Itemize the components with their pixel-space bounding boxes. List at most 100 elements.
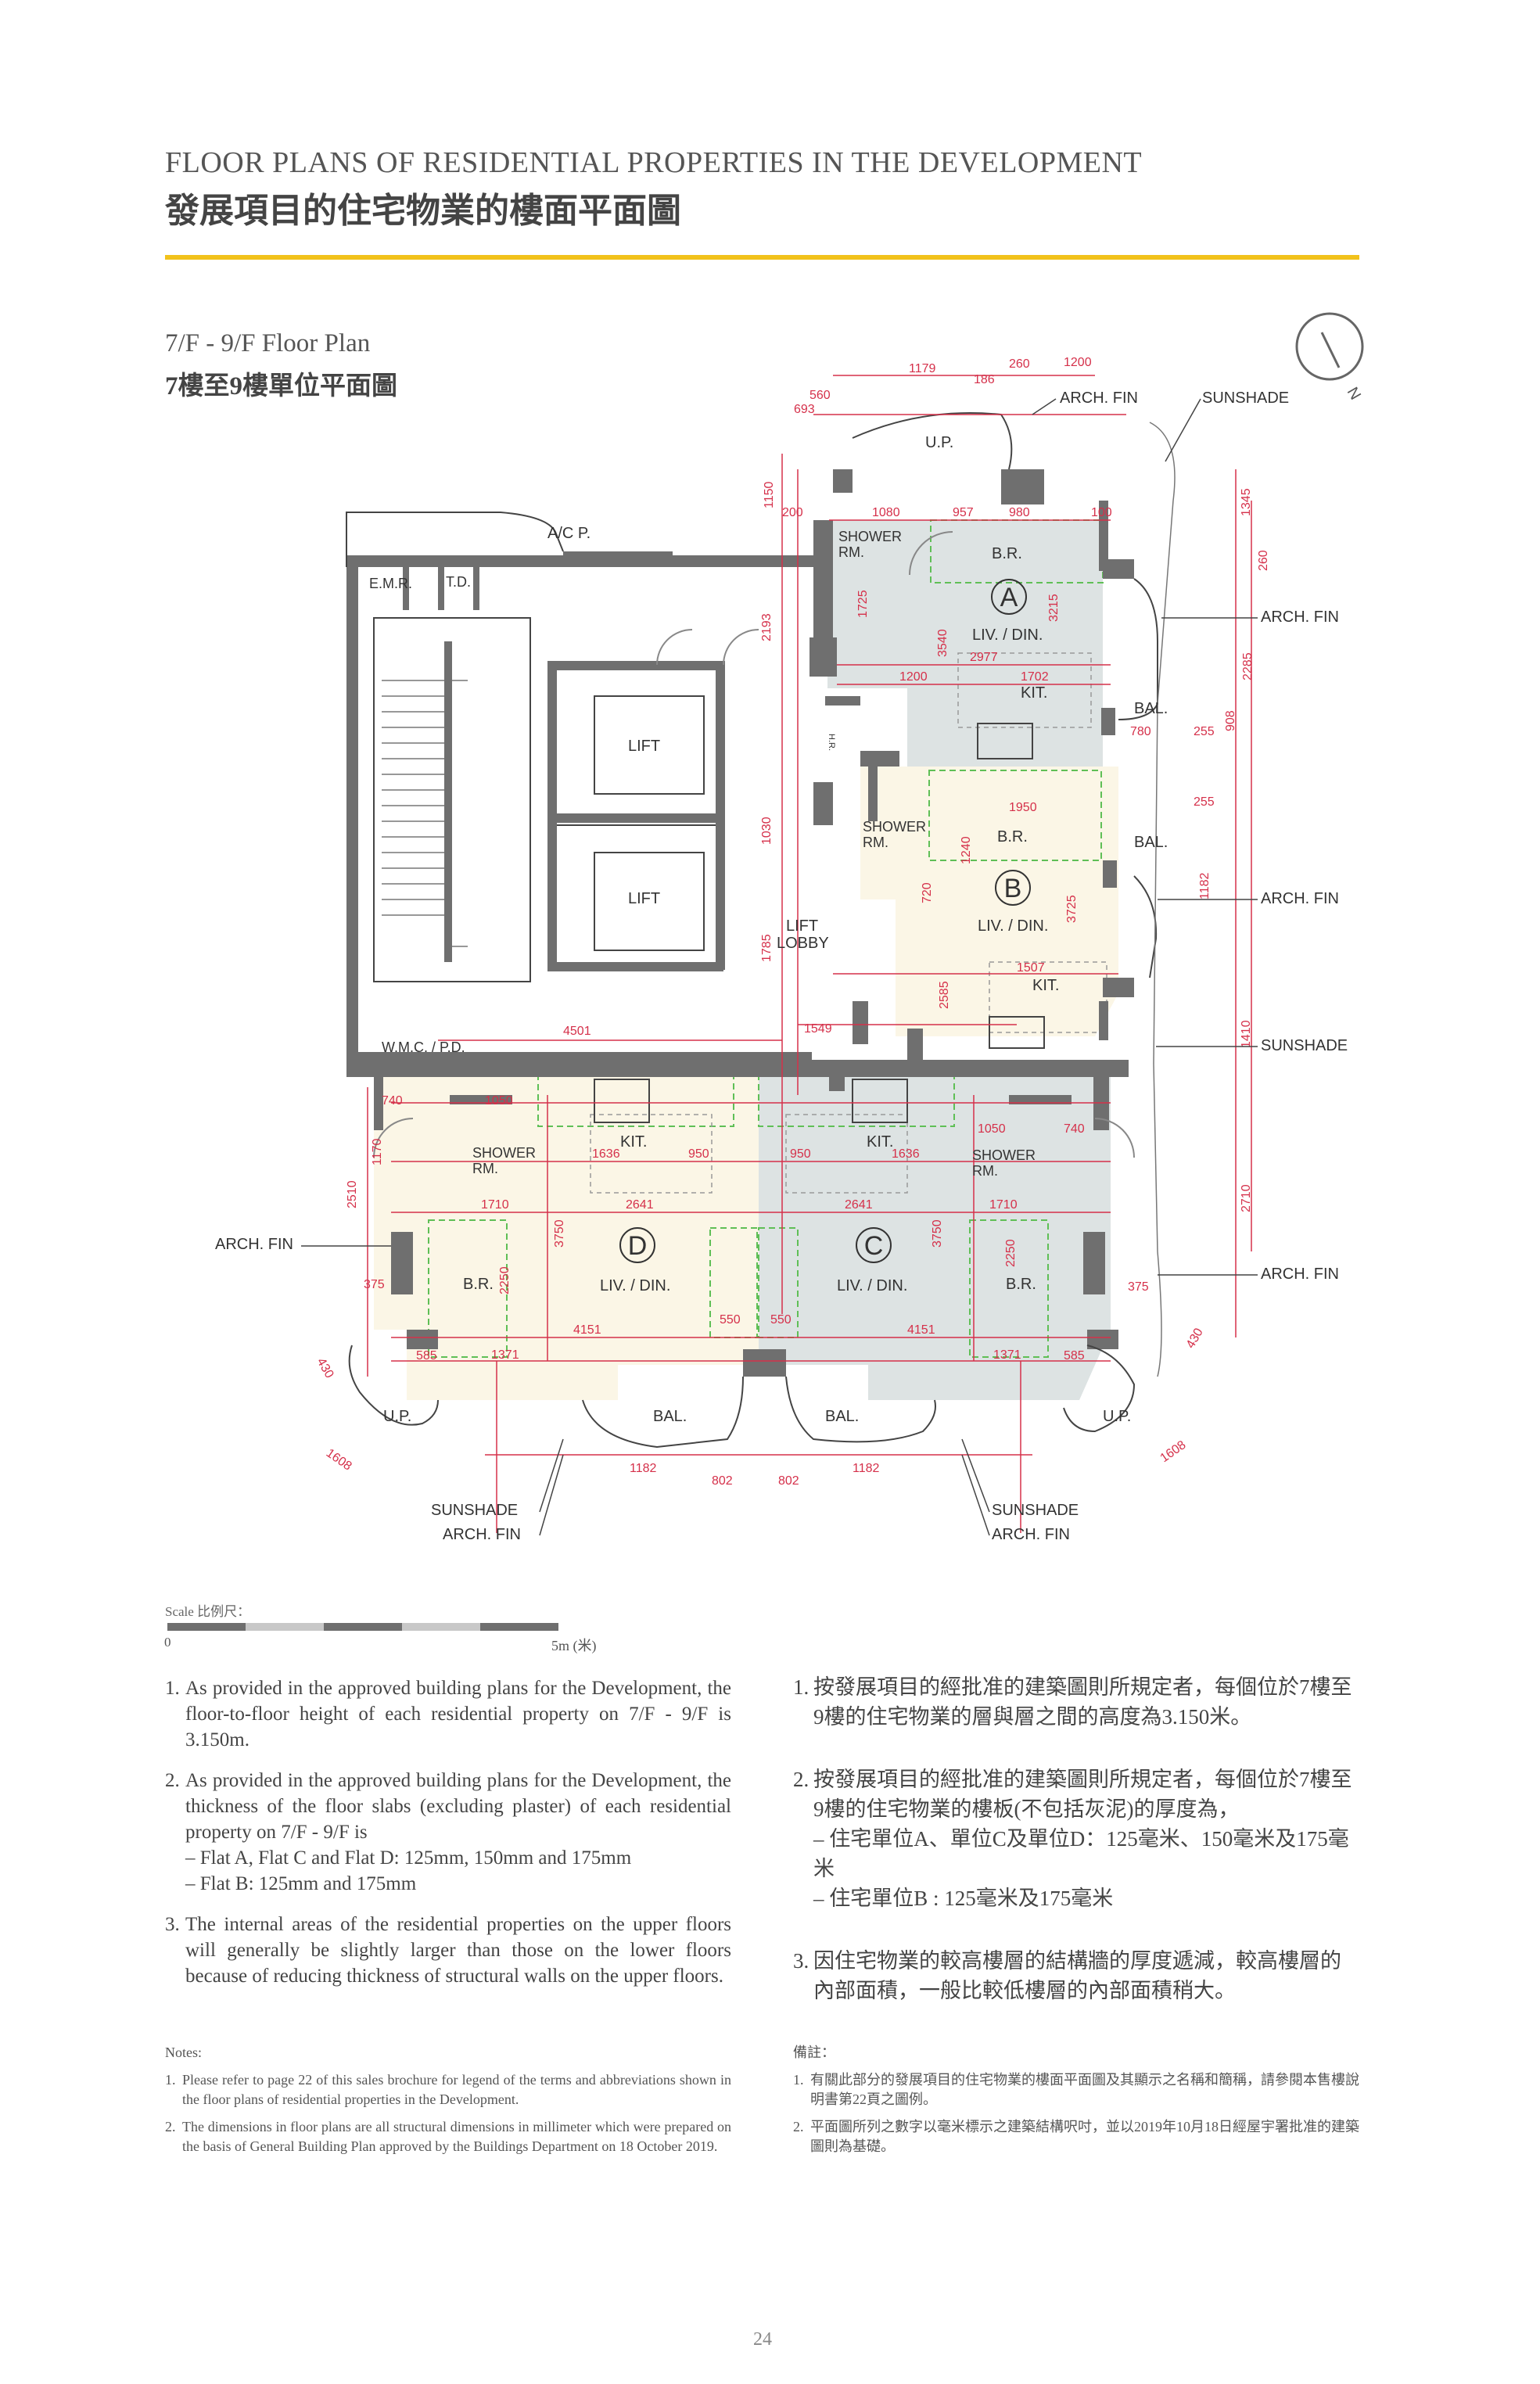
label-emr: E.M.R. [369,576,412,591]
svg-text:957: 957 [953,506,974,519]
svg-text:260: 260 [1257,550,1270,571]
scale-label: Scale 比例尺： [165,1604,251,1619]
svg-text:100: 100 [1091,506,1112,519]
unit-a-marker: A [1000,583,1018,612]
label-br-b: B.R. [997,828,1028,846]
svg-text:1179: 1179 [909,362,936,375]
footnote-en-2: 2. The dimensions in floor plans are all… [165,2119,731,2154]
svg-text:1150: 1150 [763,481,776,508]
scale-start: 0 [164,1635,171,1650]
unit-markers [619,579,1031,1263]
svg-text:550: 550 [770,1313,792,1327]
label-shower-a-2: RM. [838,544,864,560]
svg-text:1182: 1182 [630,1462,657,1475]
svg-text:2193: 2193 [760,613,774,641]
dimension-texts: 1179 260 1200 186 693 560 1150 200 1080 … [314,356,1270,1488]
svg-text:908: 908 [1224,710,1237,731]
svg-text:1507: 1507 [1017,961,1045,975]
note-en-1: 1. As provided in the approved building … [165,1678,731,1750]
plan-title-en: 7/F - 9/F Floor Plan [165,329,371,357]
scale-bar [167,1623,558,1631]
svg-text:200: 200 [782,506,803,519]
label-shower-d-1: SHOWER [472,1145,536,1161]
svg-text:980: 980 [1009,506,1030,519]
svg-text:1636: 1636 [592,1147,620,1161]
callout-arch-fin-left: ARCH. FIN [215,1236,293,1253]
label-br-a: B.R. [992,545,1022,562]
svg-text:950: 950 [688,1147,709,1161]
callout-arch-fin-top: ARCH. FIN [1060,390,1138,407]
label-lift-2: LIFT [628,890,660,907]
footnote-zh-1: 1. 有關此部分的發展項目的住宅物業的樓面平面圖及其顯示之名稱和簡稱，請參閱本售… [793,2072,1359,2107]
footnote-zh-2: 2. 平面圖所列之數字以毫米標示之建築結構呎吋，並以2019年10月18日經屋宇… [793,2119,1359,2154]
svg-text:1030: 1030 [760,817,774,845]
label-shower-d-2: RM. [472,1161,498,1176]
north-label: N [1344,385,1364,404]
svg-text:1636: 1636 [892,1147,920,1161]
svg-text:1410: 1410 [1240,1020,1253,1048]
svg-text:255: 255 [1194,795,1215,809]
label-lift-lobby-2: LOBBY [777,935,829,952]
label-hr: H.R. [827,734,836,751]
plan-title-zh: 7樓至9樓單位平面圖 [165,372,397,400]
svg-text:1549: 1549 [804,1022,832,1036]
svg-text:430: 430 [1184,1326,1206,1351]
header-rule [165,255,1359,260]
svg-text:585: 585 [416,1349,437,1363]
label-bal-d: BAL. [653,1408,687,1425]
svg-text:1371: 1371 [993,1348,1021,1362]
svg-text:186: 186 [974,373,995,386]
note-zh-2: 2. 按發展項目的經批准的建築圖則所規定者，每個位於7樓至9樓的住宅物業的樓板(… [793,1768,1352,1910]
svg-text:2641: 2641 [626,1198,654,1212]
svg-text:3750: 3750 [931,1219,944,1248]
svg-text:260: 260 [1009,357,1030,371]
label-kit-d: KIT. [620,1133,647,1151]
room-labels: A/C P. E.M.R. T.D. LIFT LIFT LIFT LOBBY … [369,434,1168,1425]
label-up-c: U.P. [1103,1408,1131,1425]
callout-arch-fin-right-1: ARCH. FIN [1261,609,1339,626]
north-arrow-icon: N [1295,312,1364,404]
label-kit-a: KIT. [1021,684,1047,702]
label-kit-c: KIT. [867,1133,893,1151]
label-td: T.D. [446,574,471,590]
svg-text:1050: 1050 [485,1094,513,1108]
outlines [346,412,1176,1449]
svg-text:740: 740 [382,1094,403,1108]
callout-arch-fin-bottom-right: ARCH. FIN [992,1526,1070,1543]
svg-text:2250: 2250 [1004,1239,1018,1267]
notes-en: 1. As provided in the approved building … [165,1675,731,2004]
svg-text:550: 550 [720,1313,741,1327]
svg-text:585: 585 [1064,1349,1085,1363]
unit-fills [374,520,1118,1400]
dimension-lines [367,375,1252,1533]
label-br-c: B.R. [1006,1276,1036,1293]
svg-text:1240: 1240 [960,836,973,864]
label-acp: A/C P. [547,525,591,542]
label-shower-a-1: SHOWER [838,529,902,544]
unit-b-marker: B [1004,874,1022,903]
label-bal-b: BAL. [1134,834,1168,851]
svg-text:4151: 4151 [907,1323,935,1337]
floor-plan: N [215,312,1364,1543]
footnotes-en: Notes: 1. Please refer to page 22 of thi… [165,2043,731,2156]
label-wmc: W.M.C. / P.D. [382,1039,465,1055]
svg-text:2285: 2285 [1241,652,1255,680]
unit-c-marker: C [864,1231,884,1261]
notes-zh: 1. 按發展項目的經批准的建築圖則所規定者，每個位於7樓至9樓的住宅物業的層與層… [793,1672,1359,2038]
note-en-2: 2. As provided in the approved building … [165,1770,731,1894]
svg-text:2641: 2641 [845,1198,873,1212]
svg-text:1080: 1080 [872,506,900,519]
label-shower-b-1: SHOWER [863,819,926,835]
svg-text:1200: 1200 [1064,356,1092,369]
page-number: 24 [753,2329,772,2350]
svg-text:3215: 3215 [1047,594,1061,622]
page-title-zh: 發展項目的住宅物業的樓面平面圖 [165,192,681,230]
svg-text:740: 740 [1064,1122,1085,1136]
svg-text:693: 693 [794,403,815,416]
svg-text:430: 430 [314,1356,336,1381]
svg-text:1182: 1182 [853,1462,880,1475]
svg-text:802: 802 [778,1474,799,1488]
callout-sunshade-bottom-right: SUNSHADE [992,1502,1079,1519]
note-zh-1: 1. 按發展項目的經批准的建築圖則所規定者，每個位於7樓至9樓的住宅物業的層與層… [793,1675,1352,1729]
label-kit-b: KIT. [1032,977,1059,994]
